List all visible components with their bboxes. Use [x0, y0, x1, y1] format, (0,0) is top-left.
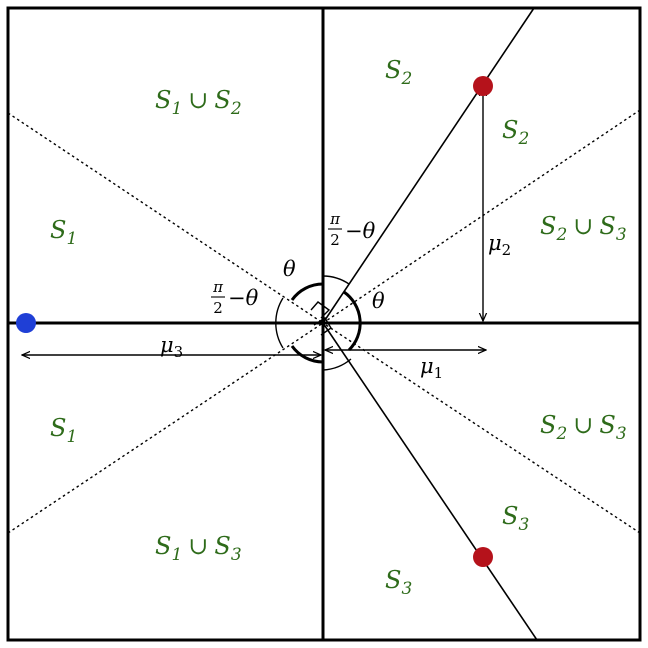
set-letter: S	[502, 116, 518, 144]
union-symbol: ∪	[188, 86, 208, 114]
mu-symbol: μ	[420, 354, 434, 378]
set-letter: S	[502, 502, 518, 530]
mu-symbol: μ	[160, 333, 174, 357]
label-mu2: μ2	[488, 231, 511, 259]
union-symbol: ∪	[573, 411, 593, 439]
point-red-upper	[473, 76, 493, 96]
set-subscript: 1	[66, 229, 77, 249]
set-letter: S	[50, 216, 66, 244]
set-letter: S	[599, 411, 615, 439]
set-letter: S	[540, 411, 556, 439]
region-label-lower-left-bottom: S1∪S3	[155, 532, 242, 565]
fraction-denominator: 2	[330, 231, 340, 249]
theta-label-upper-left: θ	[283, 257, 296, 281]
right-angle-marker-lower	[313, 317, 332, 336]
set-subscript: 2	[230, 99, 242, 119]
region-label-upper-left-top: S1∪S2	[155, 86, 242, 119]
set-letter: S	[50, 414, 66, 442]
union-symbol: ∪	[573, 212, 593, 240]
region-label-upper-right-inner: S2	[502, 116, 529, 149]
set-subscript: 3	[401, 579, 412, 599]
point-blue-left	[16, 313, 36, 333]
set-subscript: 2	[555, 225, 567, 245]
theta-arc-lower-left	[290, 345, 324, 364]
set-subscript: 2	[555, 424, 567, 444]
mu-subscript: 1	[434, 364, 444, 382]
set-letter: S	[540, 212, 556, 240]
complement-arc-lower-right	[322, 358, 352, 371]
ray-upper-right	[322, 7, 535, 324]
region-label-lower-right-inner: S3	[502, 502, 529, 535]
fraction-numerator: π	[212, 278, 224, 296]
point-red-lower	[473, 547, 493, 567]
complement-suffix: −θ	[228, 286, 259, 310]
dotted-boundary-upper-left	[7, 112, 324, 324]
region-label-lower-left-side: S1	[50, 414, 77, 447]
set-letter: S	[385, 566, 401, 594]
set-letter: S	[155, 532, 171, 560]
set-subscript: 2	[517, 129, 529, 149]
region-label-upper-right-top: S2	[385, 56, 412, 89]
complement-label-left: π 2 −θ	[211, 278, 259, 317]
set-subscript: 1	[66, 427, 77, 447]
set-subscript: 3	[518, 515, 529, 535]
mu-symbol: μ	[488, 231, 502, 255]
theta-arc-upper-left	[290, 282, 324, 301]
complement-suffix: −θ	[345, 219, 376, 243]
label-mu3: μ3	[160, 333, 183, 361]
union-symbol: ∪	[188, 532, 208, 560]
set-letter: S	[155, 86, 171, 114]
set-letter: S	[599, 212, 615, 240]
region-label-lower-right-bottom: S3	[385, 566, 412, 599]
set-subscript: 2	[400, 69, 412, 89]
set-subscript: 3	[616, 424, 627, 444]
set-subscript: 3	[616, 225, 627, 245]
fraction-denominator: 2	[213, 299, 223, 317]
complement-arc-upper-right	[322, 275, 350, 285]
theta-arc-right	[343, 290, 362, 352]
fraction-numerator: π	[329, 210, 341, 228]
theta-label-right: θ	[372, 289, 385, 313]
mu-subscript: 2	[502, 241, 512, 259]
ray-lower-right	[322, 322, 538, 641]
set-subscript: 3	[231, 545, 242, 565]
set-letter: S	[385, 56, 401, 84]
set-subscript: 1	[171, 545, 182, 565]
label-mu1: μ1	[420, 354, 443, 382]
complement-label-upper-right: π 2 −θ	[328, 210, 376, 249]
right-angle-marker-upper	[310, 301, 331, 319]
mu-subscript: 3	[174, 343, 184, 361]
set-letter: S	[214, 532, 230, 560]
region-label-upper-left-side: S1	[50, 216, 77, 249]
region-label-upper-right-side: S2∪S3	[540, 212, 627, 245]
complement-arc-left	[275, 297, 284, 349]
set-letter: S	[214, 86, 230, 114]
region-label-lower-right-side: S2∪S3	[540, 411, 627, 444]
set-subscript: 1	[171, 99, 182, 119]
